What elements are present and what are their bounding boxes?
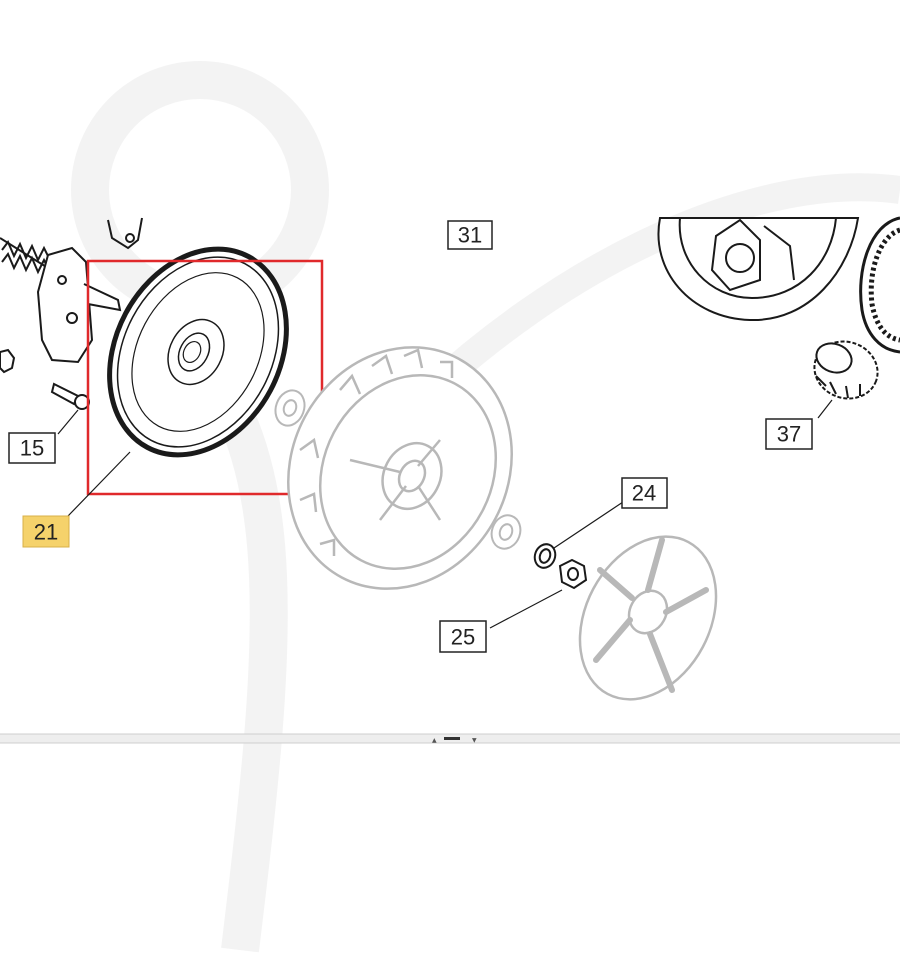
hubcap-icon xyxy=(578,535,718,701)
callout-24[interactable]: 24 xyxy=(621,477,668,509)
callout-24-label: 24 xyxy=(632,481,656,506)
brake-disc-icon xyxy=(107,246,289,458)
leader-lines xyxy=(57,399,833,629)
scroll-splitter[interactable]: ▲ ▼ xyxy=(0,733,900,744)
nut-icon xyxy=(558,558,588,590)
splitter-handle[interactable] xyxy=(444,737,460,740)
bearing-icon xyxy=(490,514,522,550)
wheel-tyre-icon xyxy=(287,346,513,590)
callout-25-label: 25 xyxy=(451,625,475,650)
nut-icon xyxy=(0,348,16,374)
spring-icon xyxy=(0,237,51,275)
pinion-gear-icon xyxy=(813,340,879,400)
selection-box xyxy=(86,259,324,496)
splitter-down-icon[interactable]: ▼ xyxy=(472,737,477,744)
callout-25[interactable]: 25 xyxy=(439,620,487,653)
callout-21-label: 21 xyxy=(34,520,58,545)
washer-icon xyxy=(533,543,557,569)
callout-37[interactable]: 37 xyxy=(765,418,813,450)
bracket-icon xyxy=(36,217,143,364)
bearing-icon xyxy=(274,389,306,427)
screw-icon xyxy=(50,382,90,410)
callout-31-label: 31 xyxy=(458,223,482,248)
ring-gear-icon xyxy=(657,216,900,354)
callout-15[interactable]: 15 xyxy=(8,432,56,464)
callout-21-highlighted[interactable]: 21 xyxy=(22,515,70,548)
callout-31[interactable]: 31 xyxy=(447,220,493,250)
callout-37-label: 37 xyxy=(777,422,801,447)
callout-15-label: 15 xyxy=(20,436,44,461)
splitter-up-icon[interactable]: ▲ xyxy=(432,737,437,744)
